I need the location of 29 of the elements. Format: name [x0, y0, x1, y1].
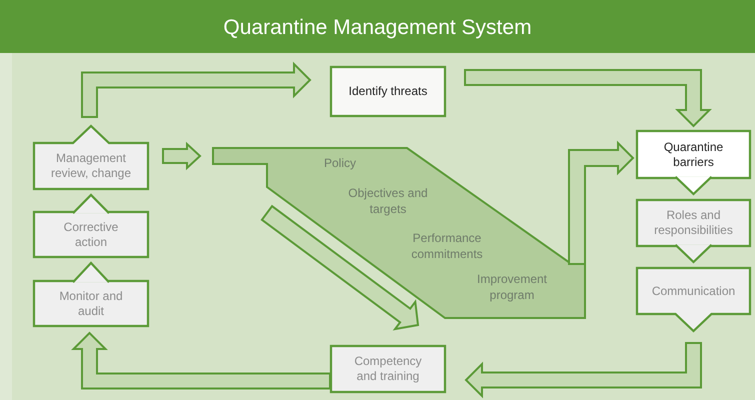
band-text: Objectives and targets	[347, 185, 429, 217]
block-arrow	[71, 332, 331, 390]
node-label: Competency and training	[353, 353, 423, 385]
chevron-arrow	[72, 193, 110, 214]
node-label: Identify threats	[348, 83, 428, 100]
block-arrow	[162, 142, 202, 170]
block-arrow	[464, 342, 702, 398]
block-arrow	[81, 62, 312, 118]
node-label: Corrective action	[62, 218, 120, 250]
block-arrow	[568, 140, 634, 265]
title: Quarantine Management System	[222, 15, 533, 41]
node-label: Communication	[651, 282, 736, 300]
node-label: Monitor and audit	[58, 288, 124, 320]
node-label: Roles and responsibilities	[653, 207, 734, 239]
node-label: Quarantine barriers	[662, 138, 724, 170]
chevron-arrow	[72, 261, 110, 284]
process-box	[331, 346, 445, 392]
node-label: Management review, change	[50, 150, 132, 182]
band-text: Policy	[322, 155, 357, 171]
band-text: Improvement program	[476, 271, 548, 303]
policy-band	[213, 148, 585, 318]
process-box	[637, 268, 750, 331]
process-box	[331, 67, 445, 116]
chevron-arrow	[674, 176, 713, 196]
block-arrow	[260, 204, 420, 331]
block-arrow	[464, 69, 712, 128]
chevron-arrow	[674, 244, 713, 264]
process-box	[34, 126, 148, 189]
band-text: Performance commitments	[410, 230, 484, 262]
